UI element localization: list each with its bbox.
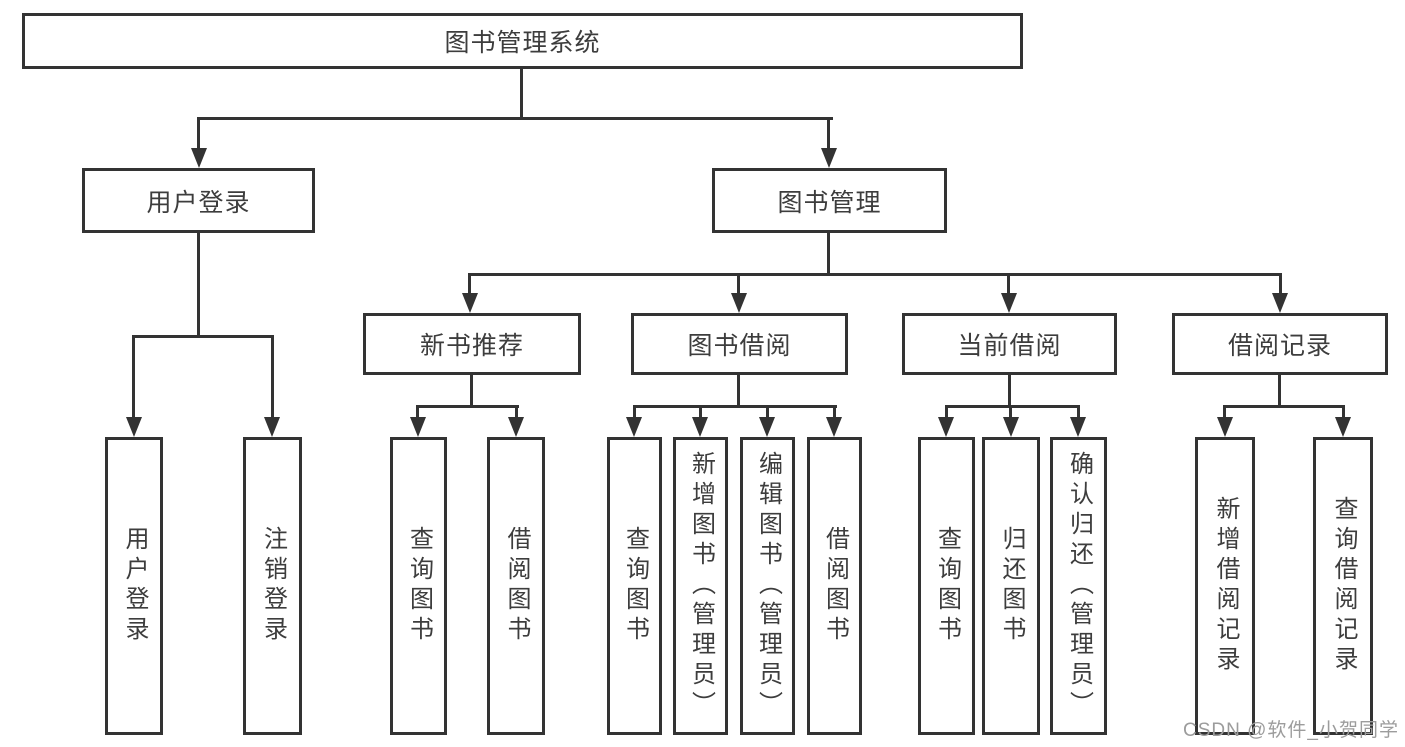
connector-line bbox=[699, 405, 702, 419]
leaf-borrow-book-1: 借阅图书 bbox=[487, 437, 545, 735]
node-root: 图书管理系统 bbox=[22, 13, 1023, 69]
connector-line bbox=[945, 405, 1080, 408]
connector-line bbox=[633, 405, 636, 419]
arrow-down-icon bbox=[692, 417, 708, 437]
connector-line bbox=[132, 335, 274, 338]
arrow-down-icon bbox=[826, 417, 842, 437]
arrow-down-icon bbox=[626, 417, 642, 437]
arrow-down-icon bbox=[731, 293, 747, 313]
arrow-down-icon bbox=[821, 148, 837, 168]
node-book-borrow: 图书借阅 bbox=[631, 313, 848, 375]
connector-line bbox=[1278, 375, 1281, 407]
leaf-borrow-book-2-label: 借阅图书 bbox=[821, 526, 849, 646]
connector-line bbox=[1223, 405, 1345, 408]
leaf-query-book-2: 查询图书 bbox=[607, 437, 662, 735]
connector-line bbox=[945, 405, 948, 419]
connector-line bbox=[416, 405, 519, 408]
leaf-logout-label: 注销登录 bbox=[259, 526, 287, 646]
arrow-down-icon bbox=[126, 417, 142, 437]
arrow-down-icon bbox=[938, 417, 954, 437]
leaf-user-login: 用户登录 bbox=[105, 437, 163, 735]
connector-line bbox=[833, 405, 836, 419]
arrow-down-icon bbox=[1272, 293, 1288, 313]
connector-line bbox=[1008, 375, 1011, 407]
arrow-down-icon bbox=[759, 417, 775, 437]
node-book-borrow-label: 图书借阅 bbox=[687, 332, 792, 360]
connector-line bbox=[1279, 273, 1282, 295]
leaf-query-book-3-label: 查询图书 bbox=[933, 526, 961, 646]
arrow-down-icon bbox=[1335, 417, 1351, 437]
leaf-query-book-3: 查询图书 bbox=[918, 437, 975, 735]
node-current-borrow: 当前借阅 bbox=[902, 313, 1117, 375]
leaf-borrow-book-2: 借阅图书 bbox=[807, 437, 862, 735]
leaf-query-book-1: 查询图书 bbox=[390, 437, 447, 735]
connector-line bbox=[197, 117, 200, 151]
connector-line bbox=[132, 335, 135, 419]
leaf-edit-book-admin: 编辑图书（管理员） bbox=[740, 437, 795, 735]
leaf-logout: 注销登录 bbox=[243, 437, 302, 735]
leaf-add-book-admin: 新增图书（管理员） bbox=[673, 437, 728, 735]
watermark: CSDN @软件_小贺同学 bbox=[1183, 720, 1399, 741]
node-user-login: 用户登录 bbox=[82, 168, 315, 233]
node-user-login-label: 用户登录 bbox=[146, 188, 251, 217]
connector-line bbox=[416, 405, 419, 419]
node-root-label: 图书管理系统 bbox=[444, 29, 601, 57]
connector-line bbox=[737, 273, 740, 295]
connector-line bbox=[1342, 405, 1345, 419]
connector-line bbox=[271, 335, 274, 419]
arrow-down-icon bbox=[410, 417, 426, 437]
leaf-query-book-2-label: 查询图书 bbox=[621, 526, 649, 646]
leaf-return-book: 归还图书 bbox=[982, 437, 1040, 735]
connector-line bbox=[515, 405, 518, 419]
arrow-down-icon bbox=[1217, 417, 1233, 437]
connector-line bbox=[737, 375, 740, 407]
node-current-borrow-label: 当前借阅 bbox=[957, 332, 1062, 360]
leaf-query-borrow-record: 查询借阅记录 bbox=[1313, 437, 1373, 735]
leaf-add-borrow-record: 新增借阅记录 bbox=[1195, 437, 1255, 735]
connector-line bbox=[197, 233, 200, 337]
leaf-confirm-return-admin: 确认归还（管理员） bbox=[1050, 437, 1107, 735]
leaf-return-book-label: 归还图书 bbox=[998, 526, 1025, 646]
node-new-book-recommend-label: 新书推荐 bbox=[419, 332, 524, 360]
connector-line bbox=[520, 66, 523, 119]
leaf-query-book-1-label: 查询图书 bbox=[405, 526, 433, 646]
leaf-borrow-book-1-label: 借阅图书 bbox=[503, 526, 530, 646]
node-borrow-record: 借阅记录 bbox=[1172, 313, 1388, 375]
connector-line bbox=[827, 117, 830, 151]
leaf-add-book-admin-label: 新增图书（管理员） bbox=[687, 451, 715, 721]
node-new-book-recommend: 新书推荐 bbox=[363, 313, 581, 375]
arrow-down-icon bbox=[1001, 293, 1017, 313]
leaf-query-borrow-record-label: 查询借阅记录 bbox=[1330, 496, 1357, 676]
leaf-confirm-return-admin-label: 确认归还（管理员） bbox=[1065, 451, 1093, 721]
arrow-down-icon bbox=[191, 148, 207, 168]
connector-line bbox=[633, 405, 837, 408]
arrow-down-icon bbox=[1003, 417, 1019, 437]
connector-line bbox=[1009, 405, 1012, 419]
node-borrow-record-label: 借阅记录 bbox=[1227, 332, 1332, 360]
connector-line bbox=[766, 405, 769, 419]
connector-line bbox=[197, 117, 833, 120]
node-book-management: 图书管理 bbox=[712, 168, 947, 233]
arrow-down-icon bbox=[508, 417, 524, 437]
node-book-management-label: 图书管理 bbox=[777, 188, 882, 217]
connector-line bbox=[470, 375, 473, 407]
connector-line bbox=[1223, 405, 1226, 419]
connector-line bbox=[827, 233, 830, 275]
leaf-edit-book-admin-label: 编辑图书（管理员） bbox=[754, 451, 782, 721]
leaf-add-borrow-record-label: 新增借阅记录 bbox=[1212, 496, 1239, 676]
arrow-down-icon bbox=[462, 293, 478, 313]
arrow-down-icon bbox=[1070, 417, 1086, 437]
leaf-user-login-label: 用户登录 bbox=[121, 526, 148, 646]
connector-line bbox=[468, 273, 471, 295]
connector-line bbox=[1007, 273, 1010, 295]
connector-line bbox=[1077, 405, 1080, 419]
connector-line bbox=[468, 273, 1282, 276]
arrow-down-icon bbox=[264, 417, 280, 437]
